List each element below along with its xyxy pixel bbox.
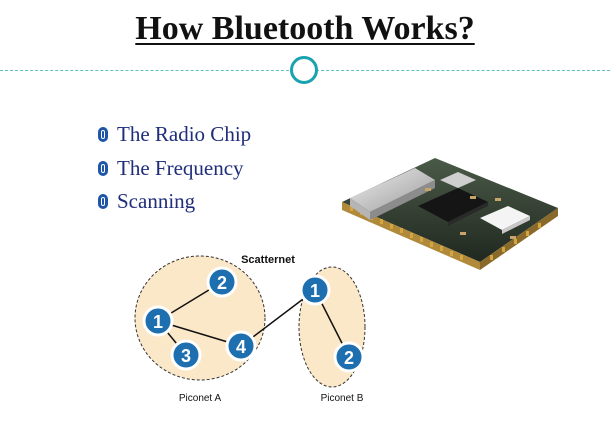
node-b1: 1 bbox=[299, 274, 331, 306]
bluetooth-icon bbox=[98, 127, 108, 143]
bullet-label: The Frequency bbox=[117, 155, 244, 180]
node-label: 2 bbox=[217, 273, 227, 293]
bullet-item-frequency: The Frequency bbox=[98, 152, 251, 186]
bullet-item-scanning: Scanning bbox=[98, 185, 251, 219]
node-a1: 1 bbox=[142, 305, 174, 337]
node-a3: 3 bbox=[170, 339, 202, 371]
bullet-item-radio-chip: The Radio Chip bbox=[98, 118, 251, 152]
scatternet-caption: Scatternet bbox=[241, 254, 295, 266]
node-b2: 2 bbox=[333, 341, 365, 373]
piconet-b-label: Piconet B bbox=[321, 393, 364, 404]
node-label: 2 bbox=[344, 348, 354, 368]
node-label: 3 bbox=[181, 346, 191, 366]
scatternet-diagram: 1 2 3 4 1 2 Scatternet Piconet A Piconet… bbox=[134, 254, 366, 404]
slide-title: How Bluetooth Works? bbox=[135, 10, 475, 47]
bluetooth-icon bbox=[98, 160, 108, 176]
radio-chip-image bbox=[342, 158, 558, 270]
node-label: 4 bbox=[236, 337, 246, 357]
piconet-a-label: Piconet A bbox=[179, 393, 222, 404]
bullet-list: The Radio Chip The Frequency Scanning bbox=[98, 118, 251, 219]
bullet-label: Scanning bbox=[117, 189, 196, 214]
node-a2: 2 bbox=[206, 266, 238, 298]
node-a4: 4 bbox=[225, 330, 257, 362]
node-label: 1 bbox=[310, 281, 320, 301]
node-label: 1 bbox=[153, 312, 163, 332]
bluetooth-icon bbox=[98, 194, 108, 210]
divider-ring-icon bbox=[290, 56, 318, 84]
bullet-label: The Radio Chip bbox=[117, 122, 252, 147]
